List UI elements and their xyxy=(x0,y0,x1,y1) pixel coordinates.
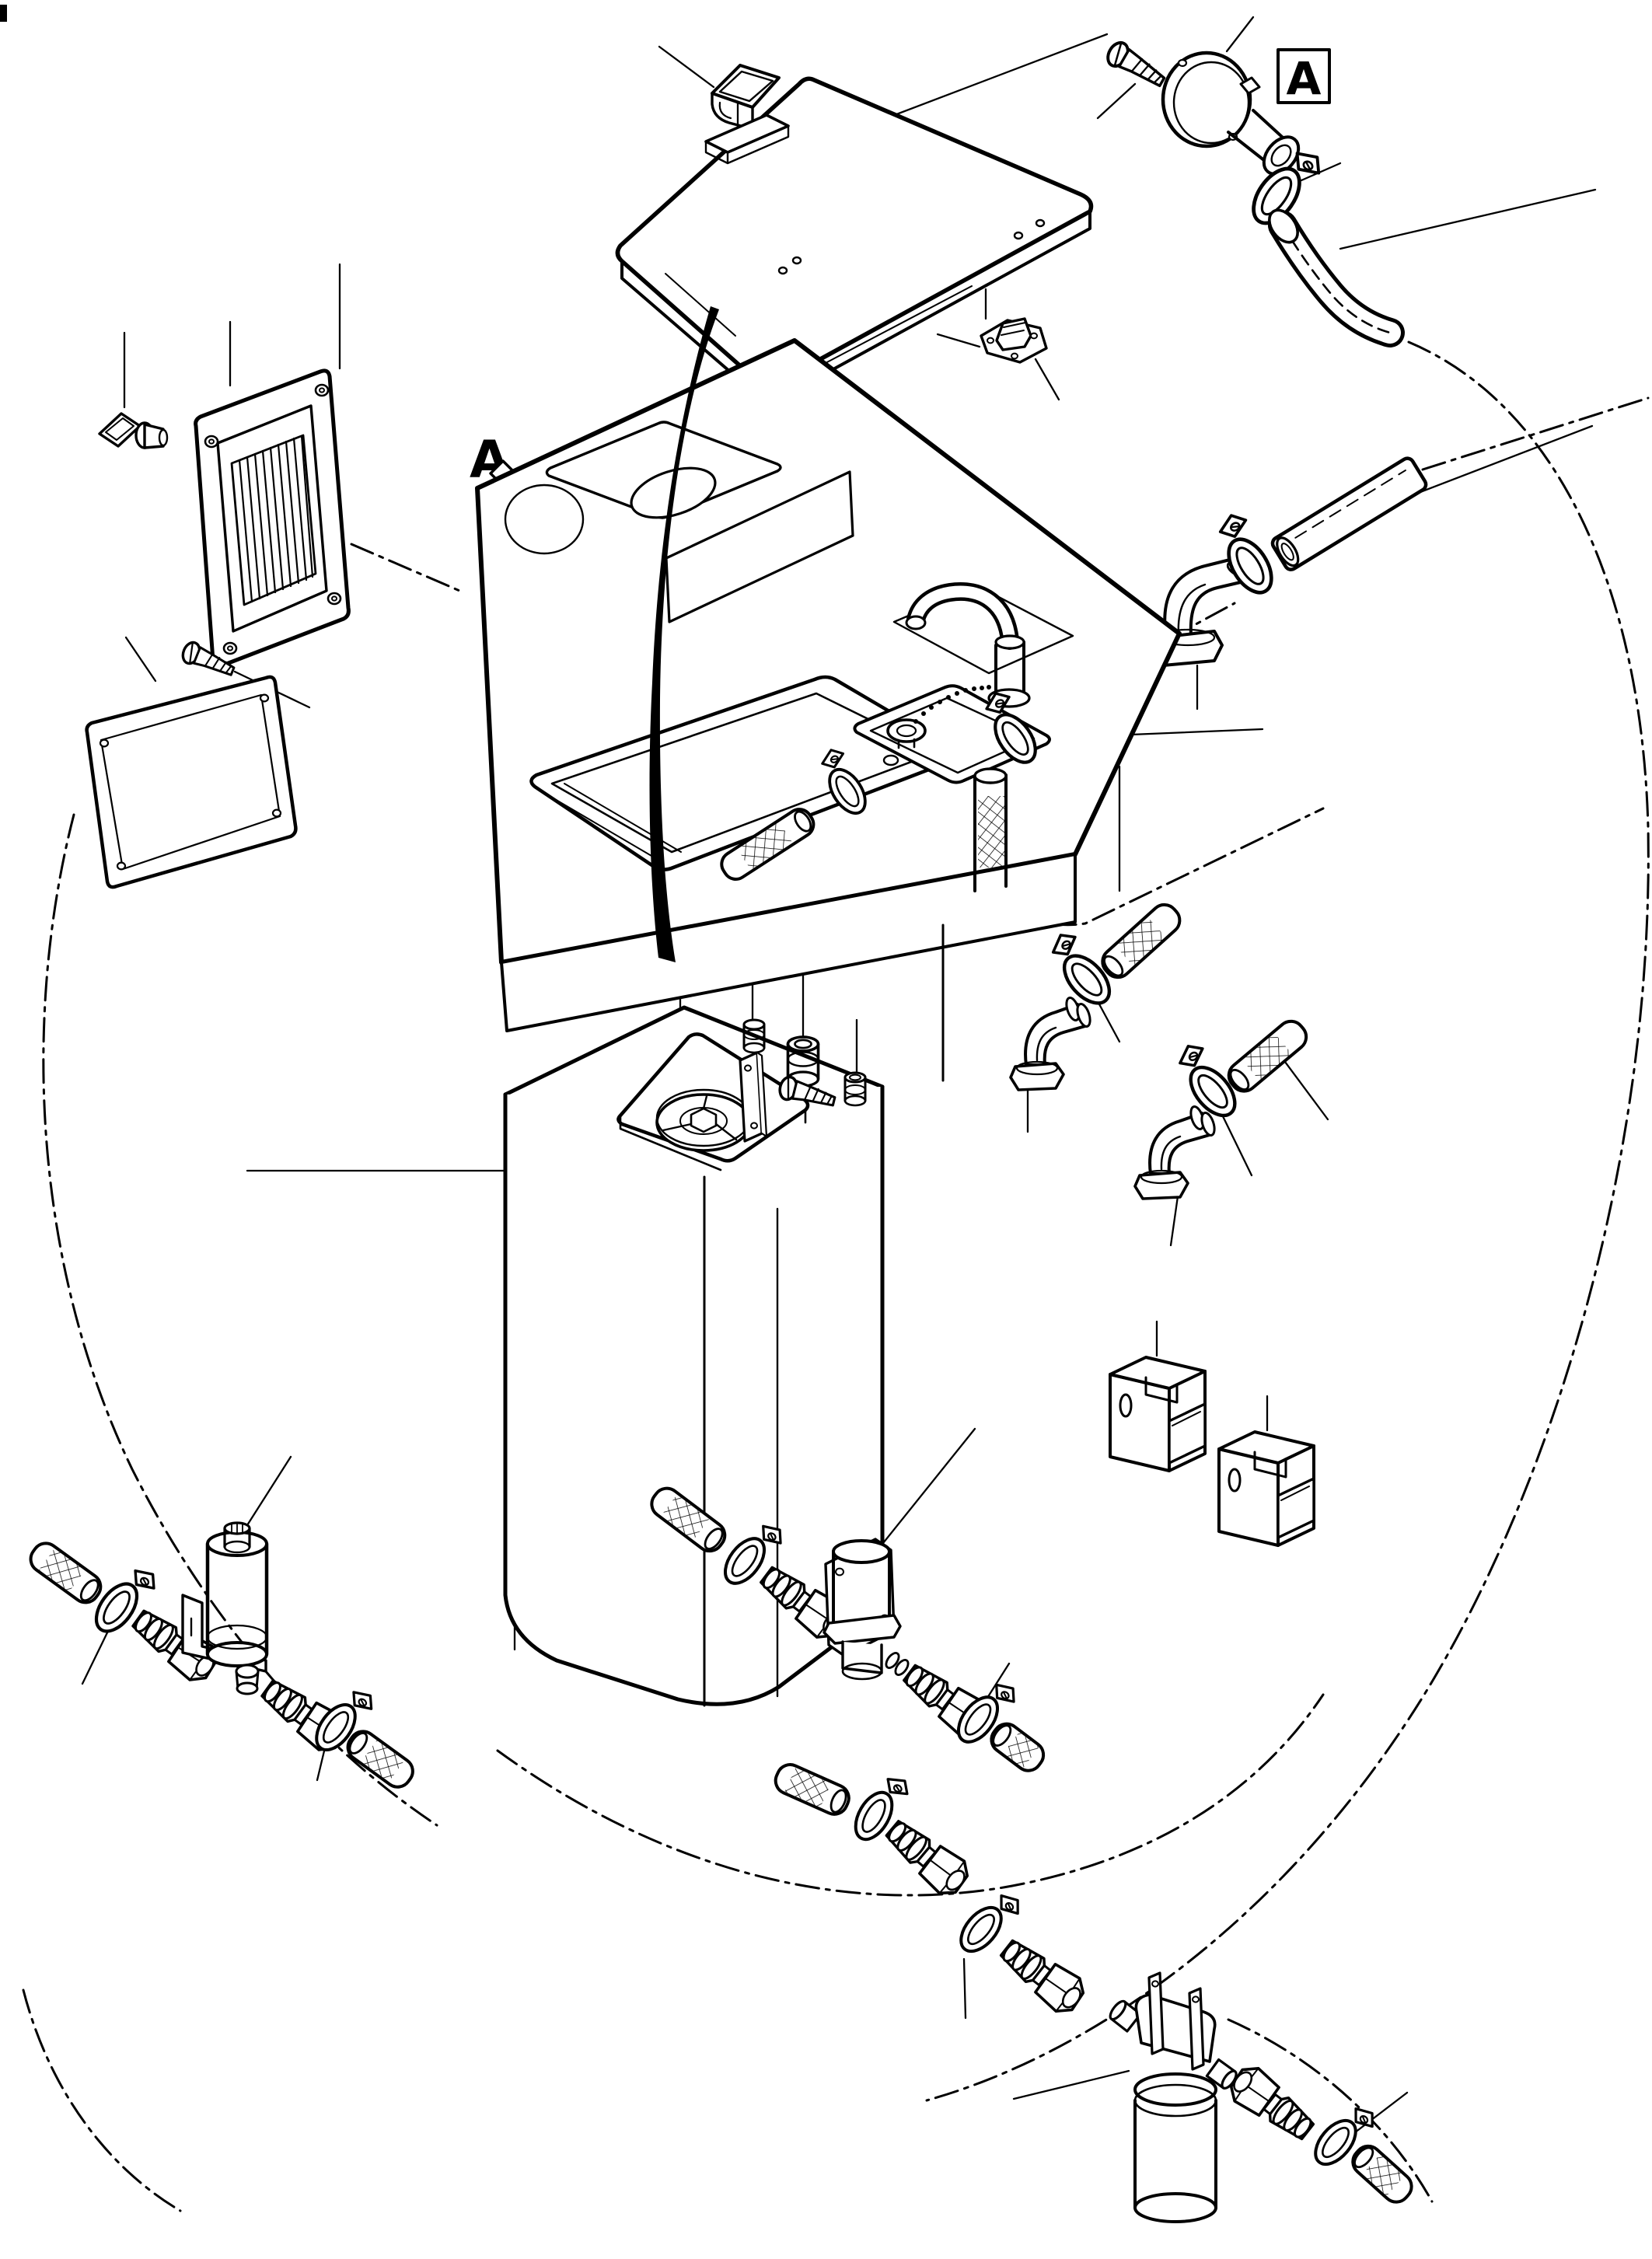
detail-box-label: A xyxy=(1287,52,1322,105)
feed-barb xyxy=(878,1810,976,1902)
retainer-clip-1 xyxy=(1109,1356,1207,1472)
braided-hose-1 xyxy=(1101,903,1182,979)
pump-hose-right xyxy=(346,1730,414,1789)
connector-tube xyxy=(1270,456,1428,571)
tank-nozzle-aux xyxy=(843,1071,867,1107)
small-basin xyxy=(853,684,1051,784)
valve-hose-left xyxy=(650,1486,727,1553)
cover-hinge xyxy=(980,317,1048,364)
water-pump xyxy=(205,1521,269,1695)
tank-filler-cap xyxy=(655,1088,752,1152)
upper-flow-arrow xyxy=(649,306,719,962)
mounting-plate xyxy=(739,1051,768,1143)
elbow-fitting-2 xyxy=(1133,1103,1219,1200)
filler-hose xyxy=(1268,208,1405,347)
braided-hose-2 xyxy=(1227,1019,1308,1093)
inline-filter xyxy=(1109,1971,1238,2223)
pump-cap xyxy=(223,1521,251,1554)
access-panel xyxy=(85,675,298,889)
shutoff-valve xyxy=(823,1539,910,1681)
basin-strainer-hose xyxy=(720,808,816,881)
vent-grille xyxy=(194,368,351,669)
under-sink-hose xyxy=(973,767,1008,892)
filter-barb-right xyxy=(1222,2059,1322,2150)
detail-box: A xyxy=(1277,48,1331,105)
detail-area-ellipse xyxy=(504,484,585,555)
elbow-fitting-1 xyxy=(1009,994,1095,1091)
tank-nozzle-small xyxy=(742,1018,766,1054)
corner-mark xyxy=(0,5,7,22)
filter-barb-left xyxy=(993,1929,1092,2020)
feed-hose xyxy=(774,1763,850,1816)
pump-outlet xyxy=(235,1664,260,1695)
filter-bracket xyxy=(1147,1971,1205,2071)
pump-bracket xyxy=(181,1594,267,1673)
filter-hose-right xyxy=(1351,2144,1413,2204)
tray-cap xyxy=(711,64,781,131)
drain-plug-with-chain xyxy=(886,685,991,749)
flange-bolt xyxy=(1102,37,1171,93)
pump-hose-left xyxy=(29,1541,103,1604)
valve-hose-right xyxy=(990,1722,1046,1772)
valve-knob xyxy=(98,412,169,449)
filler-flange xyxy=(1161,51,1301,176)
retainer-clip-2 xyxy=(1217,1430,1315,1547)
leader-lines xyxy=(81,16,1597,2139)
